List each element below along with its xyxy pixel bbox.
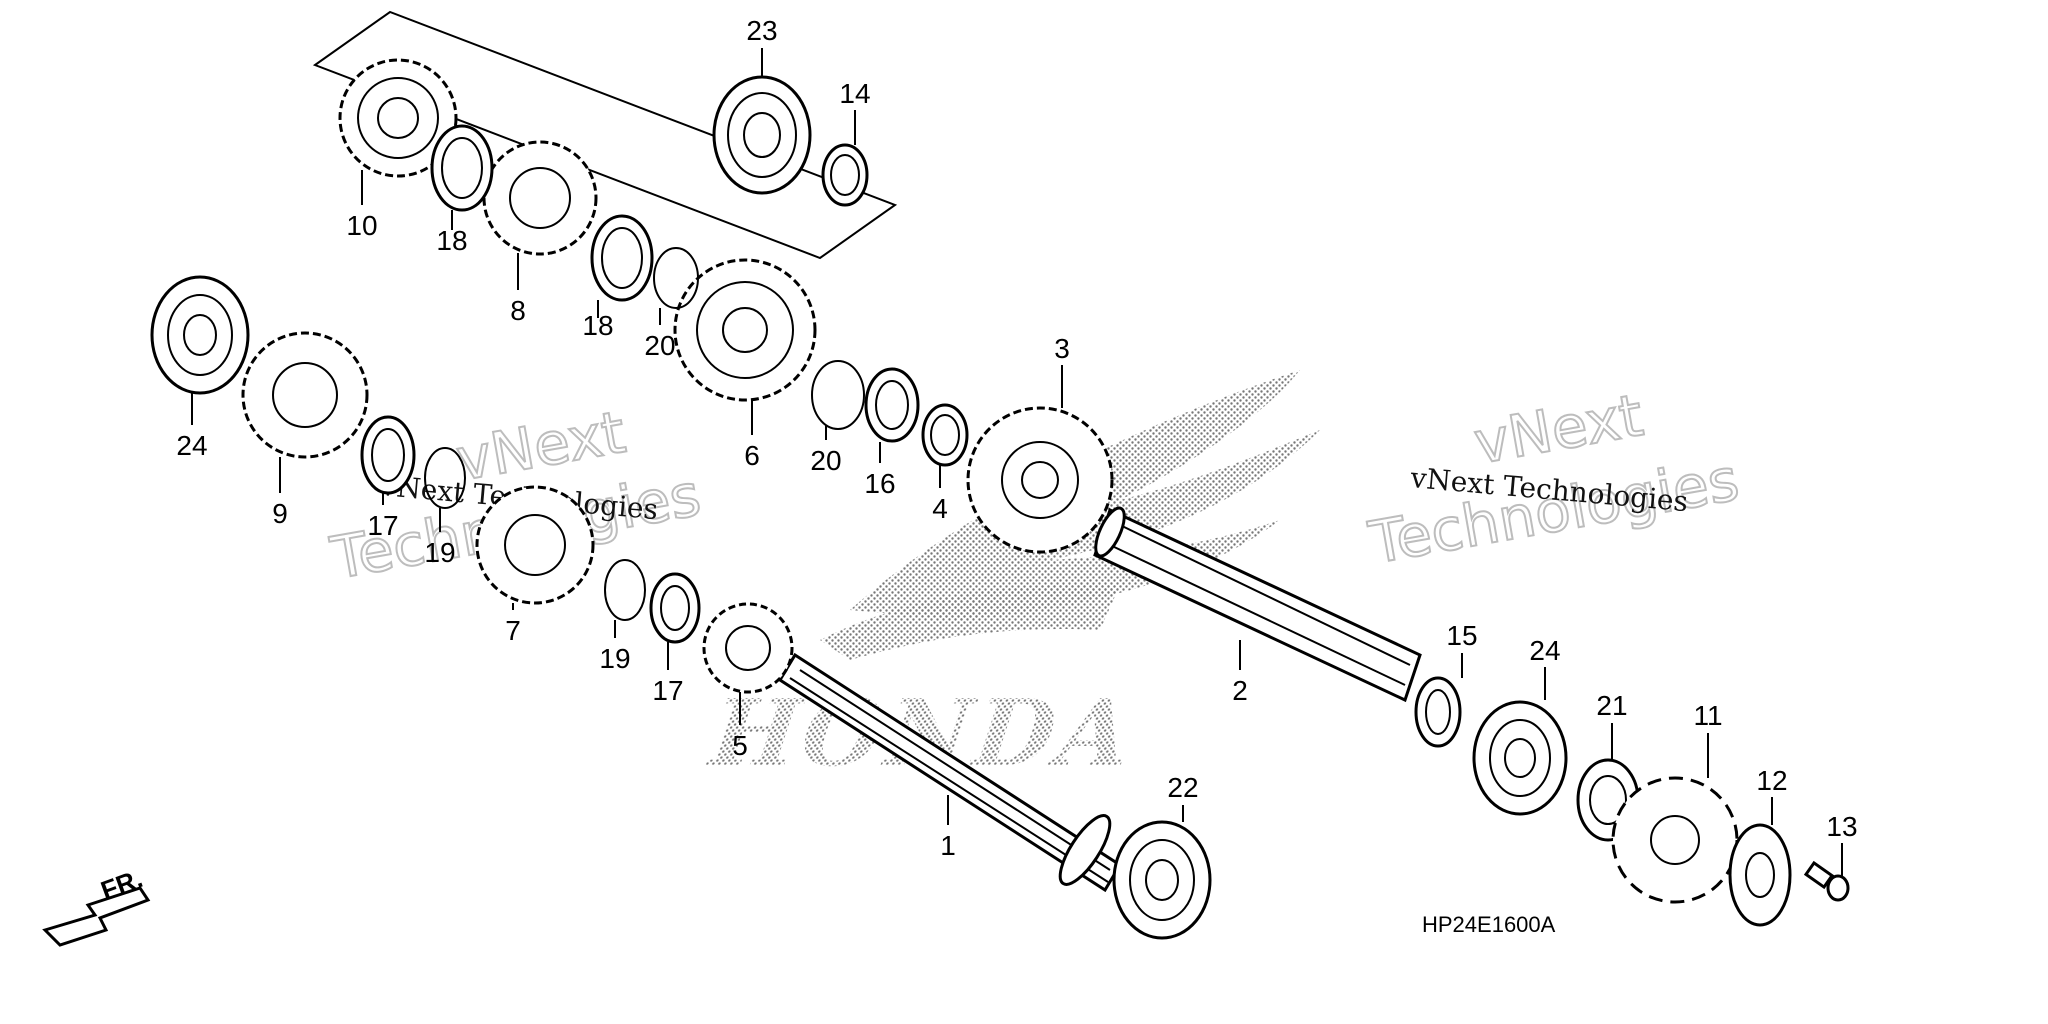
callout-7: 7 bbox=[505, 615, 521, 646]
callout-19-a: 19 bbox=[424, 537, 455, 568]
washer-17-b bbox=[649, 572, 701, 644]
callout-6: 6 bbox=[744, 440, 760, 471]
callout-10: 10 bbox=[346, 210, 377, 241]
leader-lines bbox=[191, 48, 1843, 876]
callout-1: 1 bbox=[940, 830, 956, 861]
callout-23: 23 bbox=[746, 15, 777, 46]
callout-24-b: 24 bbox=[1529, 635, 1560, 666]
gear-10 bbox=[338, 58, 458, 178]
circlip-19-b bbox=[604, 559, 646, 621]
bearing-22 bbox=[1112, 820, 1212, 940]
washer-14 bbox=[821, 143, 869, 207]
fixing-plate-12 bbox=[1728, 823, 1792, 927]
callout-8: 8 bbox=[510, 295, 526, 326]
front-arrow-icon bbox=[42, 886, 151, 947]
callout-21: 21 bbox=[1596, 690, 1627, 721]
gear-8 bbox=[482, 140, 598, 256]
bearing-24-right bbox=[1472, 700, 1568, 816]
callout-9: 9 bbox=[272, 498, 288, 529]
callout-13: 13 bbox=[1826, 811, 1857, 842]
callouts: 1 2 3 4 5 6 7 8 9 10 11 12 13 14 15 16 1… bbox=[176, 15, 1857, 861]
bearing-23 bbox=[712, 75, 812, 195]
bearing-24-left bbox=[150, 275, 250, 395]
callout-16: 16 bbox=[864, 468, 895, 499]
washer-18-b bbox=[590, 214, 654, 302]
callout-2: 2 bbox=[1232, 675, 1248, 706]
callout-3: 3 bbox=[1054, 333, 1070, 364]
circlip-20-a bbox=[653, 247, 699, 309]
callout-17-a: 17 bbox=[367, 510, 398, 541]
callout-17-b: 17 bbox=[652, 675, 683, 706]
gear-3 bbox=[966, 406, 1114, 554]
gear-6 bbox=[673, 258, 817, 402]
front-direction-indicator: FR. bbox=[42, 863, 151, 947]
callout-22: 22 bbox=[1167, 772, 1198, 803]
countershaft bbox=[1093, 506, 1422, 703]
gear-7 bbox=[475, 485, 595, 605]
washer-16 bbox=[864, 367, 920, 443]
washer-15 bbox=[1414, 676, 1462, 748]
gear-5 bbox=[702, 602, 794, 694]
gear-9 bbox=[241, 331, 369, 459]
callout-5: 5 bbox=[732, 730, 748, 761]
kit-outline bbox=[312, 10, 898, 260]
circlip-20-b bbox=[811, 360, 865, 430]
callout-11: 11 bbox=[1693, 700, 1722, 731]
callout-14: 14 bbox=[839, 78, 870, 109]
bushing-4 bbox=[921, 403, 969, 467]
washer-17-a bbox=[360, 415, 416, 495]
bolt-13 bbox=[1803, 860, 1850, 902]
callout-18-a: 18 bbox=[436, 225, 467, 256]
drive-sprocket-11 bbox=[1611, 776, 1739, 904]
callout-19-b: 19 bbox=[599, 643, 630, 674]
callout-20-b: 20 bbox=[810, 445, 841, 476]
diagram-code: HP24E1600A bbox=[1422, 912, 1556, 937]
callout-18-b: 18 bbox=[582, 310, 613, 341]
washer-18-a bbox=[430, 124, 494, 212]
svg-text:vNext: vNext bbox=[1469, 381, 1648, 477]
callout-15: 15 bbox=[1446, 620, 1477, 651]
callout-12: 12 bbox=[1756, 765, 1787, 796]
callout-20-a: 20 bbox=[644, 330, 675, 361]
callout-24-a: 24 bbox=[176, 430, 207, 461]
callout-4: 4 bbox=[932, 493, 948, 524]
circlip-19-a bbox=[424, 447, 466, 509]
